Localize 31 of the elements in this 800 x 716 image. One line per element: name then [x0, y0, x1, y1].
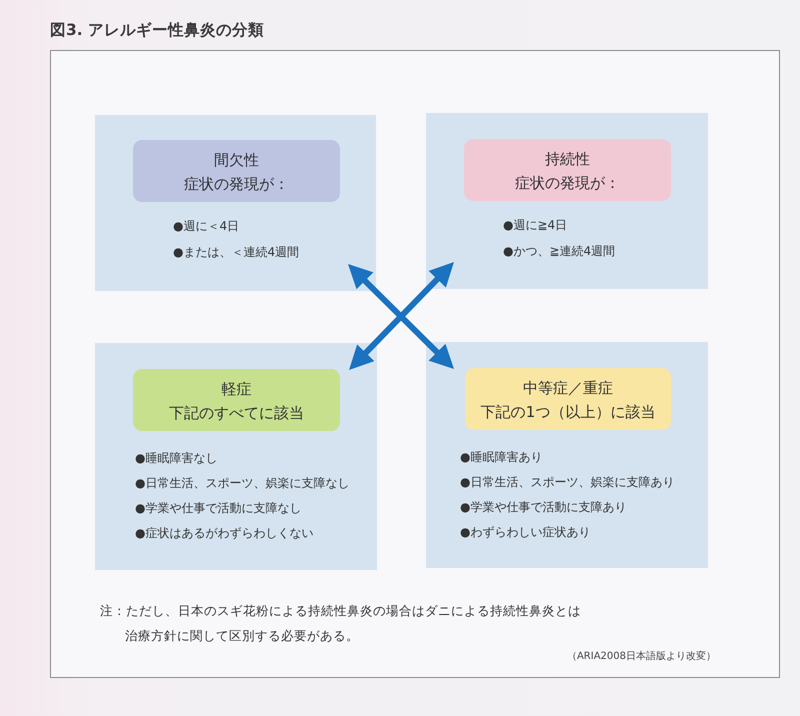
- category-panel: [95, 115, 376, 291]
- category-subtitle: 下記の1つ（以上）に該当: [480, 402, 656, 423]
- category-header: [133, 369, 340, 431]
- bullet-text: ●学業や仕事で活動に支障あり: [460, 499, 626, 516]
- category-panel: [426, 342, 708, 568]
- category-title: 間欠性: [214, 150, 259, 171]
- category-panel: [426, 113, 708, 289]
- source-note: （ARIA2008日本語版より改変）: [566, 650, 716, 664]
- figure-title: 図3. アレルギー性鼻炎の分類: [50, 20, 264, 41]
- bullet-text: ●症状はあるがわずらわしくない: [135, 525, 314, 542]
- category-header: [133, 140, 340, 202]
- bullet-text: ●学業や仕事で活動に支障なし: [135, 500, 302, 517]
- bullet-text: ●睡眠障害なし: [135, 450, 218, 467]
- category-title: 軽症: [222, 379, 252, 400]
- category-title: 持続性: [545, 149, 590, 170]
- bullet-text: ●睡眠障害あり: [460, 449, 542, 466]
- category-title: 中等症／重症: [523, 378, 613, 399]
- bullet-text: ●かつ、≧連続4週間: [503, 243, 616, 260]
- bullet-text: ●または、＜連続4週間: [173, 244, 300, 261]
- category-header: [465, 368, 671, 430]
- category-panel: [95, 343, 377, 570]
- bullet-text: ●日常生活、スポーツ、娯楽に支障なし: [135, 475, 350, 492]
- bullet-text: ●週に＜4日: [173, 218, 240, 235]
- category-header: [464, 139, 671, 201]
- footnote-text: 注：ただし、日本のスギ花粉による持続性鼻炎の場合はダニによる持続性鼻炎とは治療方針に関して区別する必要がある。: [100, 602, 582, 645]
- category-subtitle: 症状の発現が：: [515, 173, 620, 194]
- bullet-text: ●わずらわしい症状あり: [460, 524, 590, 541]
- bullet-text: ●週に≧4日: [503, 217, 568, 234]
- bullet-text: ●日常生活、スポーツ、娯楽に支障あり: [460, 474, 674, 491]
- category-subtitle: 症状の発現が：: [184, 174, 289, 195]
- category-subtitle: 下記のすべてに該当: [169, 403, 304, 424]
